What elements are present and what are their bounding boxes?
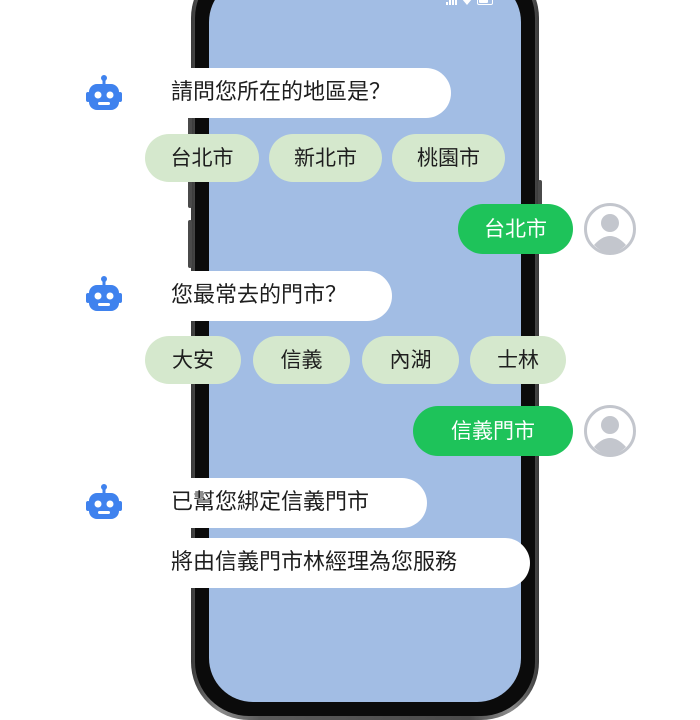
option-daan[interactable]: 大安 <box>145 336 241 384</box>
volume-up-button <box>188 160 192 208</box>
option-taoyuan-city[interactable]: 桃園市 <box>392 134 505 182</box>
volume-down-button <box>188 220 192 268</box>
bot-message-2: 您最常去的門市？ <box>145 271 392 321</box>
user-reply-2: 信義門市 <box>413 406 573 456</box>
user-avatar-icon <box>584 203 636 255</box>
robot-icon <box>86 276 122 311</box>
option-shilin[interactable]: 士林 <box>470 336 566 384</box>
robot-icon <box>86 75 122 110</box>
status-bar-icons <box>446 0 493 5</box>
bot-message-1: 請問您所在的地區是？ <box>145 68 451 118</box>
mute-switch <box>188 110 192 136</box>
option-xinyi[interactable]: 信義 <box>253 336 350 384</box>
user-avatar-icon <box>584 405 636 457</box>
bot-message-4: 將由信義門市林經理為您服務 <box>145 538 530 588</box>
option-new-taipei-city[interactable]: 新北市 <box>269 134 382 182</box>
robot-icon <box>86 484 122 519</box>
user-reply-1: 台北市 <box>458 204 573 254</box>
bot-message-3: 已幫您綁定信義門市 <box>145 478 427 528</box>
option-taipei-city[interactable]: 台北市 <box>145 134 259 182</box>
battery-icon <box>477 0 493 5</box>
signal-icon <box>446 0 457 5</box>
wifi-icon <box>462 0 472 5</box>
option-neihu[interactable]: 內湖 <box>362 336 459 384</box>
